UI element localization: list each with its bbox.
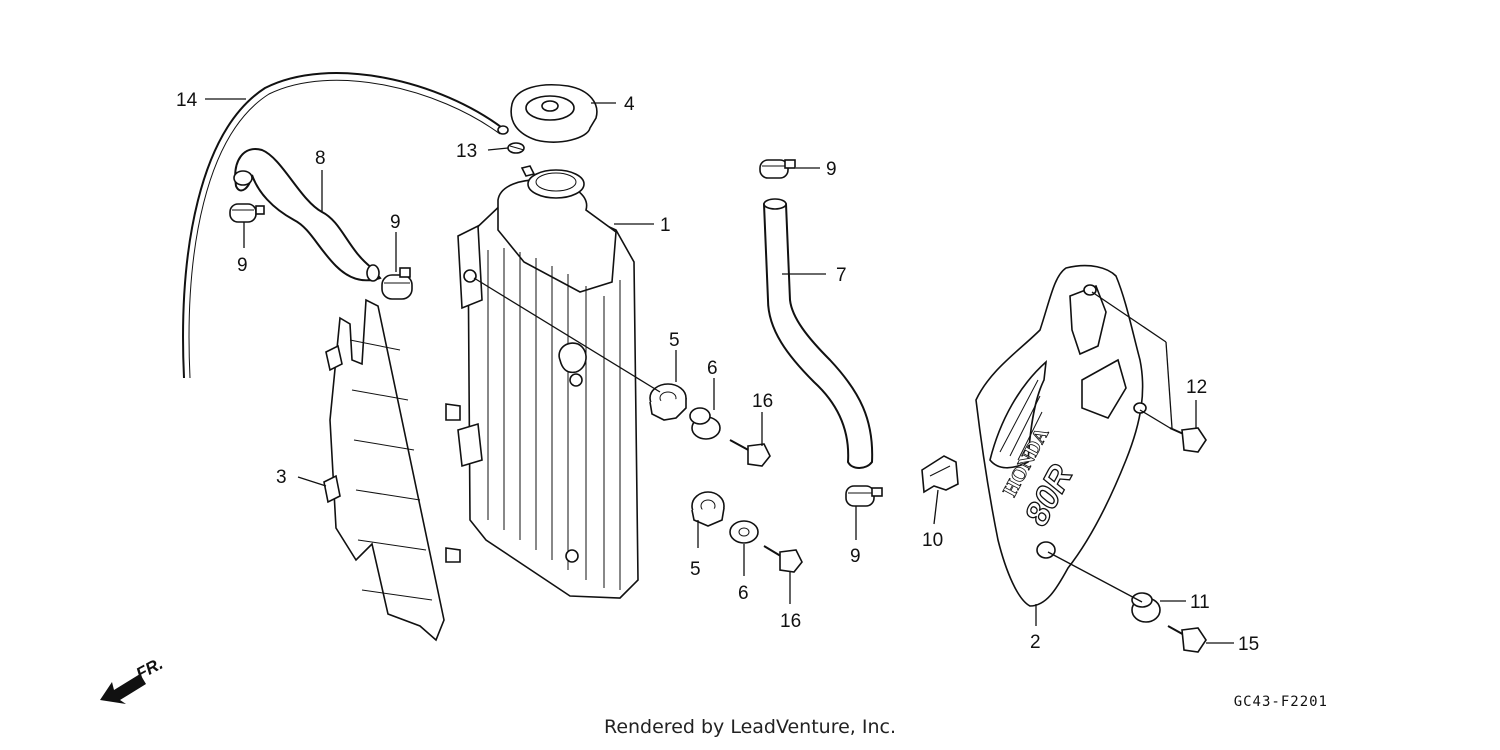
hose-clamp-bracket (921, 455, 959, 494)
render-credit: Rendered by LeadVenture, Inc. (603, 716, 897, 738)
bolt-lower (763, 545, 803, 573)
callout-6-lower: 6 (738, 583, 749, 604)
callout-5-upper: 5 (669, 330, 680, 351)
callout-9-upper-left: 9 (237, 255, 248, 276)
hose-clamp-right-bottom (845, 485, 883, 507)
callout-16-lower: 16 (780, 611, 801, 632)
radiator-core (457, 165, 639, 599)
callout-8: 8 (315, 148, 326, 169)
collar-upper (689, 407, 721, 440)
diagram-reference-code: GC43-F2201 (1233, 694, 1328, 710)
collar-lower (729, 520, 759, 544)
hose-clamp-upper-left (229, 203, 265, 223)
callout-5-lower: 5 (690, 559, 701, 580)
callout-6-upper: 6 (707, 358, 718, 379)
hose-clamp-upper-mid (381, 267, 413, 300)
callouts: 14 4 13 8 9 9 1 9 7 5 6 12 16 3 10 9 5 6… (176, 90, 1259, 655)
callout-9-right-top: 9 (826, 159, 837, 180)
callout-14: 14 (176, 90, 198, 111)
radiator-cap (510, 84, 598, 143)
callout-1: 1 (660, 215, 671, 236)
callout-3: 3 (276, 467, 287, 488)
upper-hose (233, 148, 382, 282)
grommet-lower (691, 491, 725, 527)
callout-7: 7 (836, 265, 847, 286)
callout-12: 12 (1186, 377, 1207, 398)
callout-11: 11 (1190, 592, 1210, 613)
callout-16-upper: 16 (752, 391, 773, 412)
tube-clip (507, 142, 525, 154)
callout-4: 4 (624, 94, 635, 115)
bolt-upper (729, 439, 771, 467)
grommet-upper (649, 383, 687, 421)
shroud-bolt-upper (1169, 427, 1207, 453)
shroud-bolt-lower (1167, 625, 1207, 653)
radiator-louver (323, 298, 461, 642)
callout-9-upper-mid: 9 (390, 212, 401, 233)
leader-lines (205, 98, 1234, 644)
callout-2: 2 (1030, 632, 1041, 653)
lower-hose (762, 198, 874, 469)
shroud-collar (1131, 592, 1161, 623)
front-direction-arrow: FR. (100, 654, 166, 704)
arrow-icon (100, 674, 146, 704)
radiator-shroud-cover: HONDA 80R (975, 264, 1147, 607)
callout-9-right-bottom: 9 (850, 546, 861, 567)
callout-10: 10 (922, 530, 943, 551)
callout-13: 13 (456, 141, 477, 162)
overflow-tube (182, 72, 509, 379)
callout-15: 15 (1238, 634, 1259, 655)
hose-clamp-right-top (759, 159, 796, 179)
